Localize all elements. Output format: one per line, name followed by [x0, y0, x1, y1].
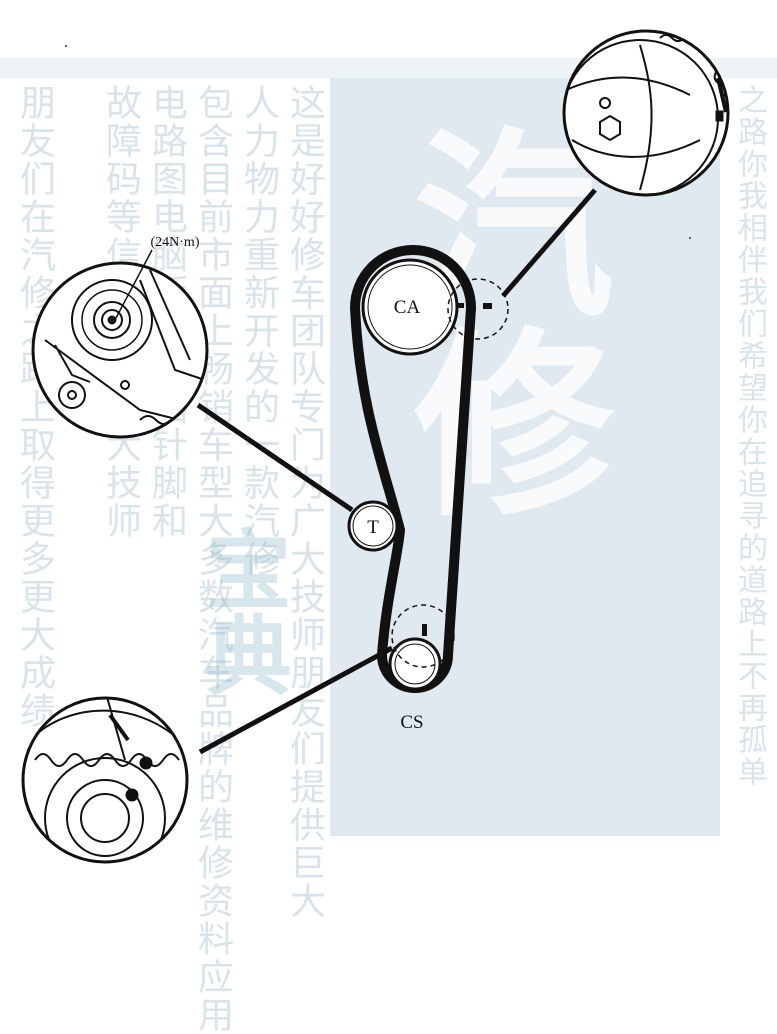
tensioner-label: T	[367, 517, 379, 538]
leader-line	[198, 645, 394, 755]
tensioner-pulley: T	[347, 500, 399, 552]
watermark-column: 之路你我相伴我们希望你在追寻的道路上不再孤单	[732, 84, 767, 788]
crankshaft-label: CS	[400, 712, 423, 733]
cam-timing-mark	[456, 303, 464, 308]
camshaft-pulley: CA	[361, 258, 509, 356]
timing-belt-diagram: 这是好好修车团队专门为广大技师朋友们提供巨大 人力物力重新开发的一款汽修 包含目…	[0, 29, 777, 1034]
camshaft-detail-view	[562, 29, 730, 197]
watermark-column: 朋友们在汽修之路上取得更多更大成绩	[14, 84, 55, 730]
cam-timing-mark	[483, 303, 492, 309]
crankshaft-pulley: CS	[388, 604, 455, 733]
torque-spec-label: (24N·m)	[151, 235, 200, 250]
leader-line	[196, 402, 354, 513]
cam-detail-ring	[447, 278, 509, 340]
watermark-medium-text: 宝典	[190, 525, 290, 697]
crankshaft-detail-view	[21, 696, 189, 864]
tensioner-detail-view: (24N·m)	[31, 235, 209, 439]
torque-leader	[115, 249, 153, 319]
crank-timing-mark	[422, 624, 427, 636]
camshaft-label: CA	[394, 297, 421, 318]
watermark-column: 这是好好修车团队专门为广大技师朋友们提供巨大	[284, 84, 325, 920]
belt-diagram-svg: CA T CS	[21, 29, 730, 864]
leader-line	[501, 188, 597, 298]
crank-detail-ring	[391, 604, 455, 668]
watermark-column: 人力物力重新开发的一款汽修	[238, 84, 279, 578]
watermark-column: 包含目前市面上畅销车型大多数汽车品牌的维修资料应用	[192, 84, 233, 1034]
